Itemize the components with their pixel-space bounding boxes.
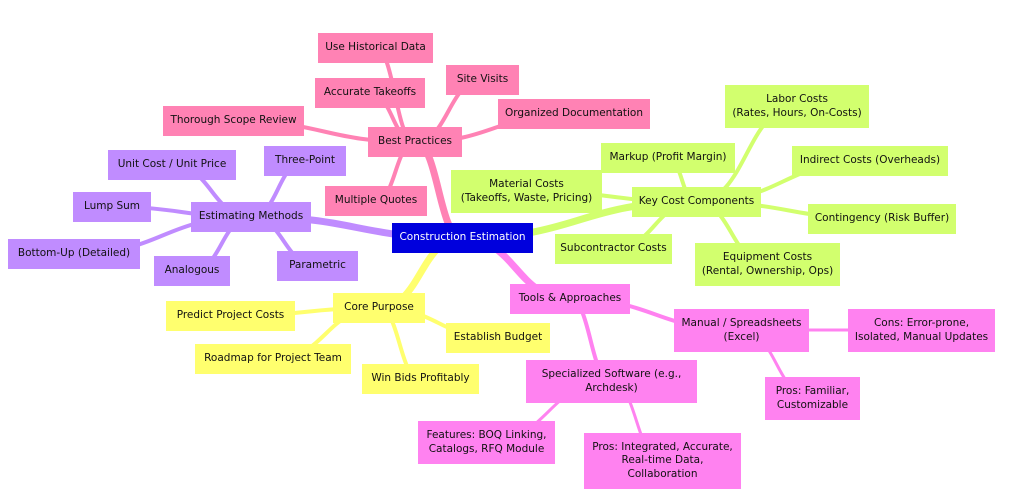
cost-indirect[interactable]: Indirect Costs (Overheads)	[792, 146, 948, 176]
core-establish-budget[interactable]: Establish Budget	[446, 323, 550, 353]
best-practice-thorough-scope-review[interactable]: Thorough Scope Review	[163, 106, 304, 136]
estimating-methods-node[interactable]: Estimating Methods	[191, 202, 311, 232]
tools-manual-pros[interactable]: Pros: Familiar, Customizable	[765, 377, 860, 420]
core-purpose-node[interactable]: Core Purpose	[333, 293, 425, 323]
best-practice-use-historical-data[interactable]: Use Historical Data	[318, 33, 433, 63]
cost-markup[interactable]: Markup (Profit Margin)	[601, 143, 735, 173]
key-cost-components-node[interactable]: Key Cost Components	[632, 187, 761, 217]
core-predict-project-costs[interactable]: Predict Project Costs	[166, 301, 295, 331]
cost-contingency[interactable]: Contingency (Risk Buffer)	[808, 204, 956, 234]
method-lump-sum[interactable]: Lump Sum	[73, 192, 151, 222]
best-practice-organized-documentation[interactable]: Organized Documentation	[498, 99, 650, 129]
tools-software-pros[interactable]: Pros: Integrated, Accurate, Real-time Da…	[584, 433, 741, 489]
best-practice-multiple-quotes[interactable]: Multiple Quotes	[325, 186, 427, 216]
cost-subcontractor[interactable]: Subcontractor Costs	[555, 234, 672, 264]
tools-manual-cons[interactable]: Cons: Error-prone, Isolated, Manual Upda…	[848, 309, 995, 352]
tools-software-features[interactable]: Features: BOQ Linking, Catalogs, RFQ Mod…	[418, 421, 555, 464]
tools-manual-spreadsheets[interactable]: Manual / Spreadsheets (Excel)	[674, 309, 809, 352]
best-practices-node[interactable]: Best Practices	[368, 127, 462, 157]
method-bottom-up[interactable]: Bottom-Up (Detailed)	[8, 239, 140, 269]
core-roadmap[interactable]: Roadmap for Project Team	[195, 344, 351, 374]
core-win-bids[interactable]: Win Bids Profitably	[362, 364, 479, 394]
cost-equipment[interactable]: Equipment Costs (Rental, Ownership, Ops)	[695, 243, 840, 286]
method-unit-cost[interactable]: Unit Cost / Unit Price	[108, 150, 236, 180]
tools-specialized-software[interactable]: Specialized Software (e.g., Archdesk)	[526, 360, 697, 403]
cost-material[interactable]: Material Costs (Takeoffs, Waste, Pricing…	[451, 170, 602, 213]
best-practice-accurate-takeoffs[interactable]: Accurate Takeoffs	[315, 78, 425, 108]
method-three-point[interactable]: Three-Point	[264, 146, 346, 176]
best-practice-site-visits[interactable]: Site Visits	[446, 65, 519, 95]
cost-labor[interactable]: Labor Costs (Rates, Hours, On-Costs)	[725, 85, 869, 128]
root-node[interactable]: Construction Estimation	[392, 223, 533, 253]
tools-approaches-node[interactable]: Tools & Approaches	[510, 284, 630, 314]
method-analogous[interactable]: Analogous	[154, 256, 230, 286]
method-parametric[interactable]: Parametric	[277, 251, 358, 281]
